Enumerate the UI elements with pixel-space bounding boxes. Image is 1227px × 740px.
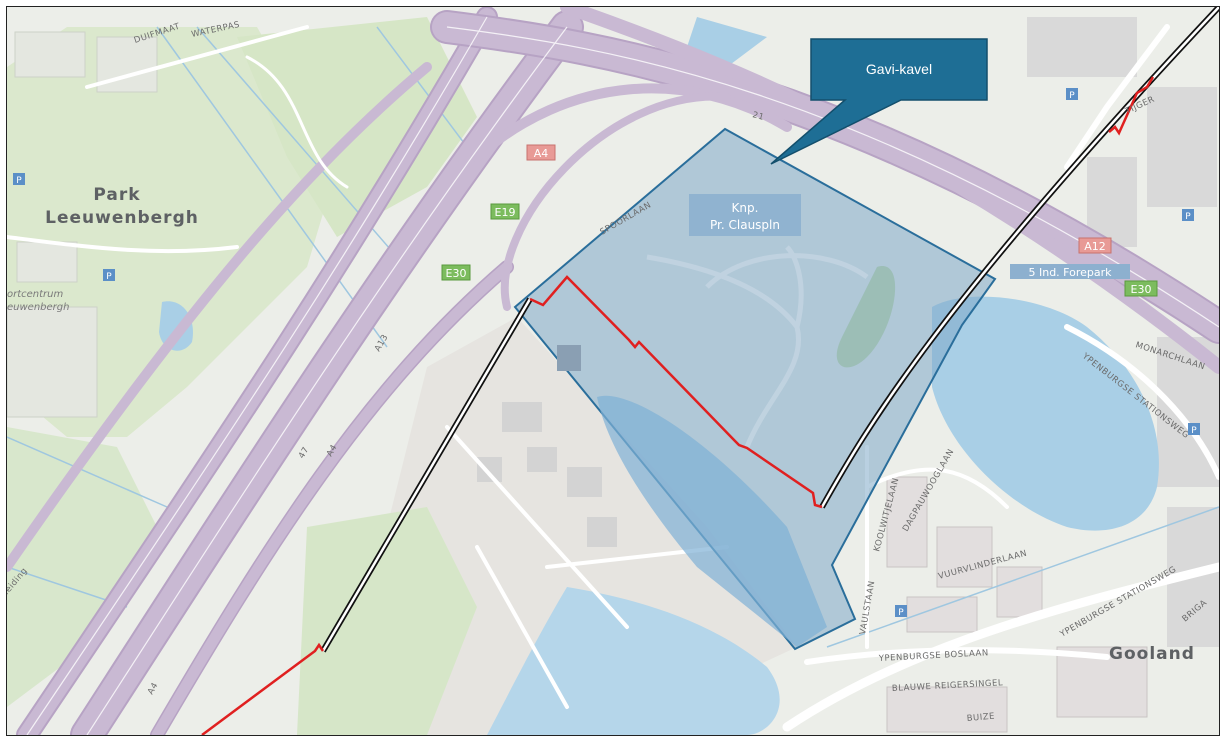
gavi-kavel-callout[interactable]: Gavi-kavel bbox=[770, 38, 988, 165]
svg-text:A4: A4 bbox=[534, 147, 549, 160]
svg-text:E30: E30 bbox=[446, 267, 467, 280]
svg-text:P: P bbox=[1191, 426, 1197, 436]
callout-label: Gavi-kavel bbox=[866, 61, 932, 77]
svg-text:E19: E19 bbox=[495, 206, 516, 219]
field-parcels bbox=[7, 31, 158, 418]
place-leeuwenbergh: Leeuwenbergh bbox=[45, 208, 199, 228]
svg-text:P: P bbox=[16, 176, 22, 186]
parking-icon: P bbox=[1182, 209, 1194, 222]
svg-text:Knp.: Knp. bbox=[732, 201, 759, 215]
shield-e30-right: E30 bbox=[1124, 280, 1158, 297]
parking-icon: P bbox=[13, 173, 25, 186]
interchange-label: Knp. Pr. Clauspln bbox=[689, 194, 801, 236]
gavi-kavel-plot[interactable] bbox=[513, 127, 997, 651]
parking-icon: P bbox=[1188, 423, 1200, 436]
plot-green-patch bbox=[836, 266, 896, 368]
street-buize: BUIZE bbox=[966, 712, 995, 724]
place-park: Park bbox=[93, 185, 140, 205]
place-sportcentrum-1: ortcentrum bbox=[7, 289, 64, 300]
pipeline-black-segments bbox=[320, 7, 1219, 653]
shield-e19: E19 bbox=[490, 203, 520, 220]
svg-text:P: P bbox=[106, 272, 112, 282]
shield-a4: A4 bbox=[526, 144, 556, 161]
pipeline-red-segments bbox=[201, 76, 1155, 735]
map-canvas[interactable]: A4 E19 E30 A12 E30 5 Ind. Forepark Knp. … bbox=[7, 7, 1219, 735]
shield-a12: A12 bbox=[1078, 237, 1112, 254]
svg-text:A12: A12 bbox=[1084, 240, 1106, 253]
svg-text:Pr. Clauspln: Pr. Clauspln bbox=[710, 218, 780, 232]
svg-text:P: P bbox=[1069, 91, 1075, 101]
parking-icon: P bbox=[895, 605, 907, 618]
parking-icon: P bbox=[103, 269, 115, 282]
svg-text:P: P bbox=[1185, 212, 1191, 222]
green-area-southwest bbox=[7, 427, 157, 707]
business-buildings bbox=[477, 402, 617, 547]
plot-building bbox=[557, 345, 581, 371]
road-label-21: 21 bbox=[751, 110, 765, 123]
green-area-south bbox=[297, 507, 477, 735]
local-roads bbox=[7, 24, 1219, 732]
urban-blocks-northeast bbox=[1027, 17, 1219, 647]
shield-e30-left: E30 bbox=[441, 264, 471, 281]
svg-text:P: P bbox=[898, 608, 904, 618]
exit-label-forepark: 5 Ind. Forepark bbox=[1010, 264, 1130, 279]
svg-text:E30: E30 bbox=[1131, 283, 1152, 296]
lake-forepark bbox=[932, 296, 1159, 531]
plot-water-basin bbox=[597, 395, 827, 647]
place-sportcentrum-2: euwenbergh bbox=[7, 302, 69, 313]
svg-text:5 Ind. Forepark: 5 Ind. Forepark bbox=[1028, 266, 1112, 279]
place-gooland: Gooland bbox=[1109, 644, 1195, 664]
plot-interior-roads bbox=[646, 245, 869, 448]
parking-icon: P bbox=[1066, 88, 1078, 101]
highway-lane-lines bbox=[26, 16, 1219, 735]
map-frame[interactable]: A4 E19 E30 A12 E30 5 Ind. Forepark Knp. … bbox=[6, 6, 1220, 736]
